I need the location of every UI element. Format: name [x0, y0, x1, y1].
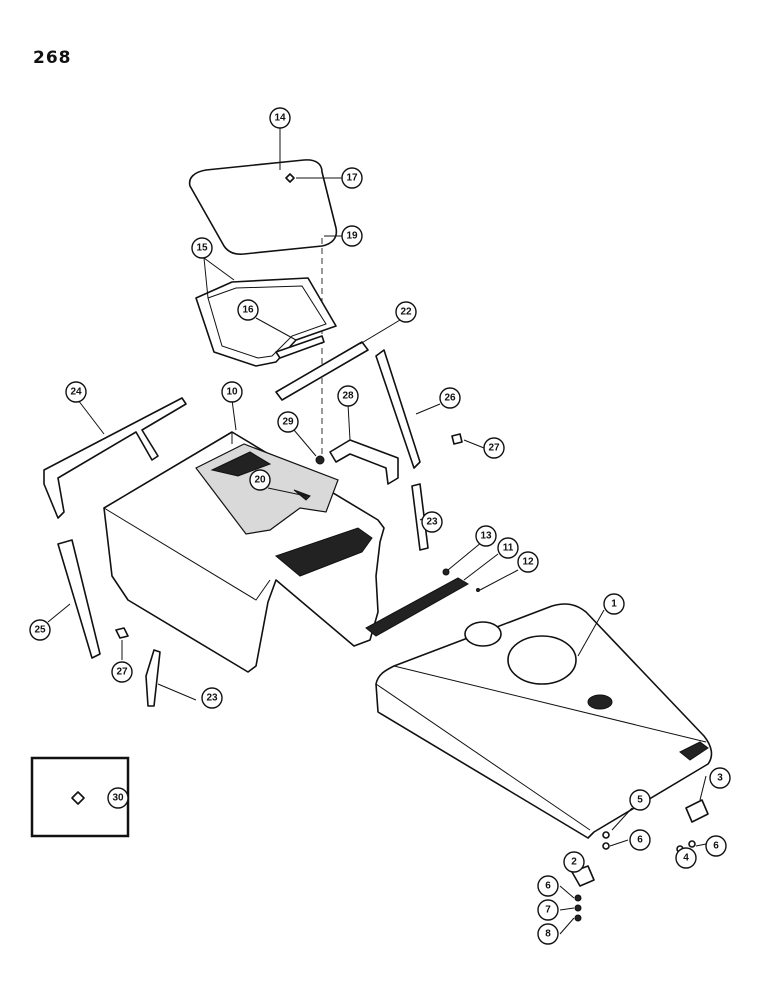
svg-text:27: 27: [116, 667, 128, 678]
grommet-13: [442, 568, 450, 576]
callout-6-a: 6: [629, 829, 651, 851]
bracket-24: [43, 397, 187, 519]
callout-3: 3: [709, 767, 731, 789]
svg-text:16: 16: [242, 305, 254, 316]
bracket-3: [685, 799, 709, 823]
callout-28: 28: [337, 385, 359, 407]
svg-text:8: 8: [545, 929, 551, 940]
callout-25: 25: [29, 619, 51, 641]
callout-2: 2: [563, 851, 585, 873]
callout-16: 16: [237, 299, 259, 321]
svg-text:23: 23: [206, 693, 218, 704]
callout-7: 7: [537, 899, 559, 921]
callout-26: 26: [439, 387, 461, 409]
callout-23-lower: 23: [201, 687, 223, 709]
gasket-frame: [195, 277, 337, 367]
svg-text:30: 30: [112, 793, 124, 804]
callout-15: 15: [191, 237, 213, 259]
svg-text:6: 6: [637, 835, 643, 846]
callout-20: 20: [249, 469, 271, 491]
hood-hole-cap: [587, 694, 613, 710]
callout-1: 1: [603, 593, 625, 615]
callouts: 14 17 19 15 16 22 24 10 28 26 29 27 20 2…: [29, 107, 731, 945]
svg-text:5: 5: [637, 795, 643, 806]
svg-text:17: 17: [346, 173, 358, 184]
callout-19: 19: [341, 225, 363, 247]
grille-11: [365, 577, 469, 637]
svg-text:3: 3: [717, 773, 723, 784]
callout-13: 13: [475, 525, 497, 547]
svg-text:6: 6: [713, 841, 719, 852]
callout-23-upper: 23: [421, 511, 443, 533]
grommet-29: [315, 455, 325, 465]
plug-27-left: [115, 627, 129, 639]
svg-text:14: 14: [274, 113, 286, 124]
callout-5: 5: [629, 789, 651, 811]
svg-text:28: 28: [342, 391, 354, 402]
svg-text:29: 29: [282, 417, 294, 428]
callout-17: 17: [341, 167, 363, 189]
callout-27-right: 27: [483, 437, 505, 459]
callout-10: 10: [221, 381, 243, 403]
rear-hood-body: [103, 431, 385, 673]
callout-6-c: 6: [537, 875, 559, 897]
callout-12: 12: [517, 551, 539, 573]
svg-text:7: 7: [545, 905, 551, 916]
hood-hole-small: [464, 621, 502, 647]
svg-text:13: 13: [480, 531, 492, 542]
side-trim-26: [375, 349, 421, 469]
callout-11: 11: [497, 537, 519, 559]
svg-text:22: 22: [400, 307, 412, 318]
strip-23-lower: [145, 649, 161, 707]
callout-8: 8: [537, 923, 559, 945]
callout-27-left: 27: [111, 661, 133, 683]
callout-4: 4: [675, 847, 697, 869]
front-hood: [375, 603, 713, 839]
svg-text:12: 12: [522, 557, 534, 568]
svg-text:27: 27: [488, 443, 500, 454]
callout-24: 24: [65, 381, 87, 403]
plug-27-right: [451, 433, 463, 445]
svg-text:26: 26: [444, 393, 456, 404]
strip-23-upper: [411, 483, 429, 551]
screw-and-alignment-line: [285, 173, 323, 455]
callout-6-b: 6: [705, 835, 727, 857]
top-cover-plate: [188, 159, 338, 255]
svg-text:1: 1: [611, 599, 617, 610]
svg-text:23: 23: [426, 517, 438, 528]
hood-hole-large: [507, 635, 577, 685]
leader-lines: [47, 128, 707, 935]
svg-text:19: 19: [346, 231, 358, 242]
svg-text:2: 2: [571, 857, 577, 868]
svg-text:6: 6: [545, 881, 551, 892]
svg-text:11: 11: [503, 543, 514, 554]
seal-strip-22: [275, 341, 369, 401]
svg-text:10: 10: [226, 387, 238, 398]
handle-bracket-28: [329, 439, 399, 485]
svg-text:25: 25: [34, 625, 46, 636]
callout-14: 14: [269, 107, 291, 129]
page-number: 268: [33, 48, 72, 68]
svg-text:15: 15: [196, 243, 208, 254]
svg-text:24: 24: [70, 387, 82, 398]
callout-30: 30: [107, 787, 129, 809]
side-strip-25: [57, 539, 101, 659]
svg-text:4: 4: [683, 853, 689, 864]
callout-22: 22: [395, 301, 417, 323]
callout-29: 29: [277, 411, 299, 433]
clip-12: [476, 588, 480, 592]
svg-text:20: 20: [254, 475, 266, 486]
